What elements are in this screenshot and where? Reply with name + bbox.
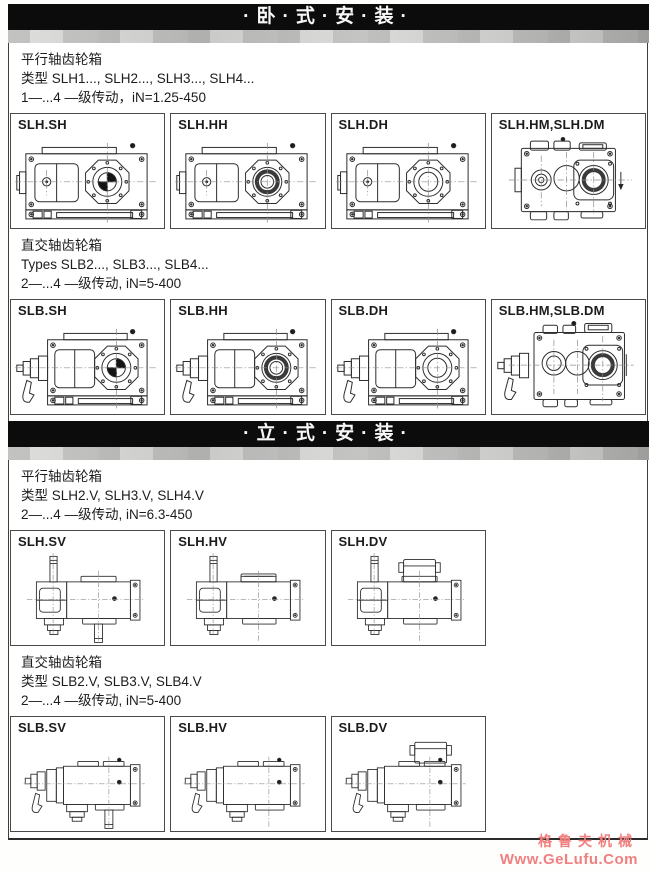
group-title: 直交轴齿轮箱 bbox=[21, 238, 102, 253]
group-title: 平行轴齿轮箱 bbox=[21, 469, 102, 484]
drawing-row-slb-v: SLB.SV SLB.HV SLB.DV bbox=[9, 716, 647, 832]
figure-slb-dv: SLB.DV bbox=[330, 716, 486, 832]
drawing-row-slh-h: SLH.SH SLH.HH SLH.DH SLH.HM,SLH.DM bbox=[9, 113, 647, 229]
gearbox-drawing bbox=[13, 550, 162, 644]
gearbox-drawing bbox=[334, 133, 483, 227]
figure-label: SLH.DH bbox=[338, 117, 389, 132]
gearbox-drawing bbox=[334, 736, 483, 830]
figure-slh-dv: SLH.DV bbox=[330, 530, 486, 646]
figure-slb-hv: SLB.HV bbox=[170, 716, 326, 832]
figure-slb-sv: SLB.SV bbox=[10, 716, 166, 832]
footer-brand-block: 格鲁夫机械 Www.GeLufu.Com bbox=[500, 831, 638, 868]
footer-brand-name: 格鲁夫机械 bbox=[538, 833, 638, 849]
figure-label: SLB.DH bbox=[338, 303, 389, 318]
banner-horizontal-mounting: ·卧·式·安·装· bbox=[8, 4, 649, 30]
figure-label: SLH.DV bbox=[338, 534, 388, 549]
group-heading-bevel-shaft-h: 直交轴齿轮箱 Types SLB2..., SLB3..., SLB4... 2… bbox=[9, 229, 647, 299]
figure-label: SLB.SH bbox=[18, 303, 67, 318]
scan-artifact-strip bbox=[8, 447, 649, 460]
figure-label: SLB.HH bbox=[178, 303, 228, 318]
figure-label: SLB.SV bbox=[18, 720, 67, 735]
group-heading-parallel-shaft-h: 平行轴齿轮箱 类型 SLH1..., SLH2..., SLH3..., SLH… bbox=[9, 43, 647, 113]
group-types-line: 类型 SLH1..., SLH2..., SLH3..., SLH4... bbox=[21, 71, 255, 86]
gearbox-drawing bbox=[334, 550, 483, 644]
group-types-line: 类型 SLH2.V, SLH3.V, SLH4.V bbox=[21, 488, 204, 503]
figure-label: SLH.SV bbox=[18, 534, 67, 549]
figure-slh-dh: SLH.DH bbox=[330, 113, 486, 229]
gearbox-drawing bbox=[13, 319, 162, 413]
group-stages-line: 2—...4 —级传动, iN=6.3-450 bbox=[21, 507, 193, 522]
figure-slb-sh: SLB.SH bbox=[10, 299, 166, 415]
figure-label: SLB.HM,SLB.DM bbox=[498, 303, 605, 318]
group-heading-bevel-shaft-v: 直交轴齿轮箱 类型 SLB2.V, SLB3.V, SLB4.V 2—...4 … bbox=[9, 646, 647, 716]
scan-artifact-strip bbox=[8, 30, 649, 43]
gearbox-drawing bbox=[173, 736, 322, 830]
figure-slb-dh: SLB.DH bbox=[330, 299, 486, 415]
figure-label: SLH.SH bbox=[18, 117, 67, 132]
group-title: 平行轴齿轮箱 bbox=[21, 52, 102, 67]
gearbox-drawing bbox=[13, 736, 162, 830]
section-horizontal-mounting: 平行轴齿轮箱 类型 SLH1..., SLH2..., SLH3..., SLH… bbox=[8, 43, 648, 421]
group-stages-line: 1—...4 —级传动，iN=1.25-450 bbox=[21, 90, 206, 105]
section-vertical-mounting: 平行轴齿轮箱 类型 SLH2.V, SLH3.V, SLH4.V 2—...4 … bbox=[8, 460, 648, 840]
gearbox-drawing bbox=[13, 133, 162, 227]
footer-website-url: Www.GeLufu.Com bbox=[499, 851, 638, 868]
group-types-line: Types SLB2..., SLB3..., SLB4... bbox=[21, 257, 209, 272]
figure-label: SLB.DV bbox=[338, 720, 388, 735]
gearbox-drawing bbox=[173, 133, 322, 227]
group-title: 直交轴齿轮箱 bbox=[21, 655, 102, 670]
figure-slh-sv: SLH.SV bbox=[10, 530, 166, 646]
drawing-row-slb-h: SLB.SH SLB.HH SLB.DH SLB.HM,SLB.DM bbox=[9, 299, 647, 415]
gearbox-drawing bbox=[334, 319, 483, 413]
group-stages-line: 2—...4 —级传动, iN=5-400 bbox=[21, 276, 182, 291]
empty-cell bbox=[491, 530, 646, 646]
figure-slh-sh: SLH.SH bbox=[10, 113, 166, 229]
figure-label: SLH.HV bbox=[178, 534, 228, 549]
figure-slb-hh: SLB.HH bbox=[170, 299, 326, 415]
figure-slh-hm-dm: SLH.HM,SLH.DM bbox=[490, 113, 646, 229]
gearbox-drawing bbox=[494, 133, 643, 227]
figure-slh-hh: SLH.HH bbox=[170, 113, 326, 229]
gearbox-drawing bbox=[494, 319, 643, 413]
figure-slb-hm-dm: SLB.HM,SLB.DM bbox=[490, 299, 646, 415]
gearbox-drawing bbox=[173, 319, 322, 413]
group-stages-line: 2—...4 —级传动, iN=5-400 bbox=[21, 693, 182, 708]
banner-vertical-mounting: ·立·式·安·装· bbox=[8, 421, 649, 447]
empty-cell bbox=[491, 716, 646, 832]
figure-slh-hv: SLH.HV bbox=[170, 530, 326, 646]
group-types-line: 类型 SLB2.V, SLB3.V, SLB4.V bbox=[21, 674, 202, 689]
figure-label: SLB.HV bbox=[178, 720, 228, 735]
group-heading-parallel-shaft-v: 平行轴齿轮箱 类型 SLH2.V, SLH3.V, SLH4.V 2—...4 … bbox=[9, 460, 647, 530]
gearbox-drawing bbox=[173, 550, 322, 644]
figure-label: SLH.HH bbox=[178, 117, 228, 132]
drawing-row-slh-v: SLH.SV SLH.HV SLH.DV bbox=[9, 530, 647, 646]
figure-label: SLH.HM,SLH.DM bbox=[498, 117, 605, 132]
